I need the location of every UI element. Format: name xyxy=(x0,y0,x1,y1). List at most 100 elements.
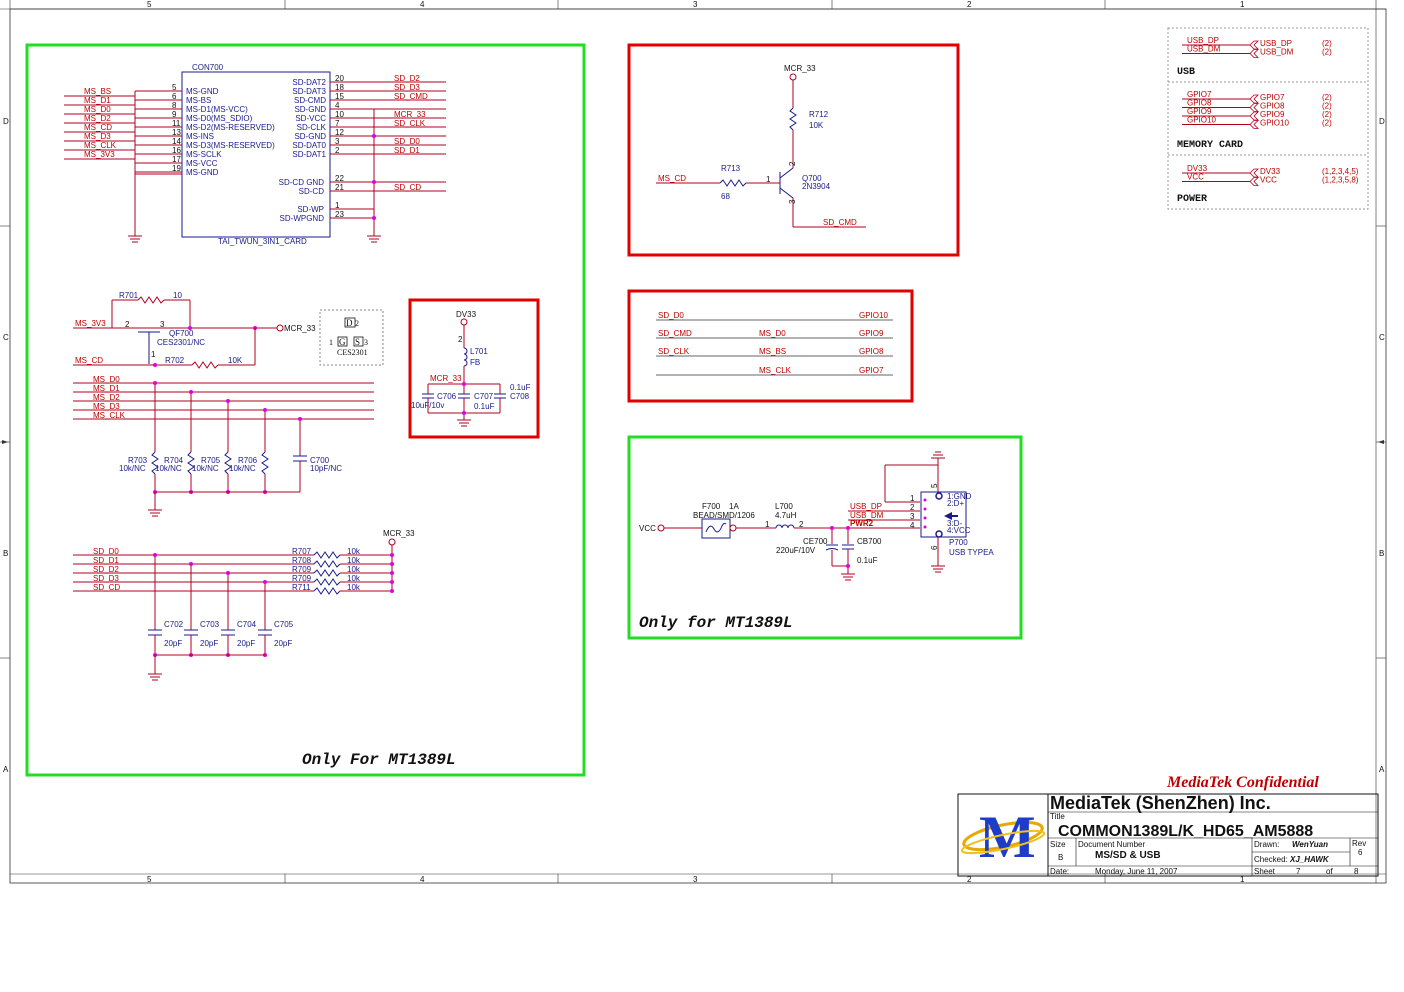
ms3v3-net: MS_3V3 xyxy=(75,319,106,328)
sd-bus-mcr: MCR_33 xyxy=(383,529,415,538)
ces-s: S xyxy=(355,337,360,347)
power-port-title: POWER xyxy=(1177,194,1207,205)
usb-dm-net: USB_DM xyxy=(850,511,884,520)
power-port-net: VCC xyxy=(1187,173,1204,182)
drawn-label: Drawn: xyxy=(1254,840,1279,849)
con700-left-pin-number: 19 xyxy=(172,164,181,173)
con700-left-pin-name: MS-GND xyxy=(186,87,219,96)
sd-bus-net-label: SD_CD xyxy=(93,583,120,592)
q700-ms-cd: MS_CD xyxy=(658,174,686,183)
rev-label: Rev xyxy=(1352,839,1366,848)
qf700-mcr: MCR_33 xyxy=(284,324,316,333)
f700-amp: 1A xyxy=(729,502,739,511)
zone-top-3: 3 xyxy=(693,0,698,9)
sd-resistor-ref: R709 xyxy=(292,565,312,574)
q700-part: 2N3904 xyxy=(802,182,831,191)
p700-part: USB TYPEA xyxy=(949,548,994,557)
red-box-gpio xyxy=(627,289,914,403)
con700-right-net-label: SD_D3 xyxy=(394,83,420,92)
memory-port-ref: (2) xyxy=(1322,110,1332,119)
con700-part: TAI_TWUN_3IN1_CARD xyxy=(218,237,307,246)
ce700-ref: CE700 xyxy=(803,537,828,546)
memory-port-port-icon xyxy=(1249,103,1259,112)
ground-symbol xyxy=(148,509,162,517)
sd-capacitor xyxy=(148,629,162,636)
p700-label-4: 4:VCC xyxy=(947,526,971,535)
c700-ref: C700 xyxy=(310,456,330,465)
qf700-pin1: 1 xyxy=(151,350,156,359)
drawn-value: WenYuan xyxy=(1292,840,1328,849)
sd-resistor-ref: R709 xyxy=(292,574,312,583)
gpio-map-gpio: GPIO9 xyxy=(859,329,884,338)
con700-wp-pin-number: 1 xyxy=(335,201,340,210)
usb-port-ref: (2) xyxy=(1322,48,1332,57)
ms-bus-net-label: MS_D2 xyxy=(93,393,120,402)
sheet-label: Sheet xyxy=(1254,867,1276,876)
ms-pullup-resistor xyxy=(261,451,269,475)
ms-pullup-resistor xyxy=(224,451,232,475)
qf700-switch: MS_3V3 R701 10 2 3 1 QF700 CES2301/NC MC… xyxy=(73,291,316,369)
con700-left-pin-number: 5 xyxy=(172,83,177,92)
sd-resistor-val: 10k xyxy=(347,556,361,565)
qf700-part: CES2301/NC xyxy=(157,338,205,347)
con700-wp-pin-name: SD-WPGND xyxy=(280,214,325,223)
con700-cd-pin-number: 22 xyxy=(335,174,344,183)
ms-junction-dot xyxy=(189,390,193,394)
title-block: MediaTek Confidential M MediaTek (ShenZh… xyxy=(957,774,1379,877)
con700-ref: CON700 xyxy=(192,63,224,72)
con700-right-pin-number: 18 xyxy=(335,83,344,92)
rev-value: 6 xyxy=(1358,848,1363,857)
f700-part: BEAD/SMD/1206 xyxy=(693,511,755,520)
ms-resistor-val: 10k/NC xyxy=(155,464,182,473)
con700-left-pin-name: MS-D2(MS-RESERVED) xyxy=(186,123,275,132)
sheet-frame: 5 4 3 2 1 5 4 3 2 1 D C B A D C B A xyxy=(0,0,1387,884)
ms-resistor-ref: R706 xyxy=(238,456,258,465)
sd-cap-ref: C703 xyxy=(200,620,220,629)
sd-capacitor xyxy=(258,629,272,636)
gpio-map-gpio: GPIO10 xyxy=(859,311,888,320)
zone-side-c: C xyxy=(3,333,9,342)
power-port-net: DV33 xyxy=(1187,164,1208,173)
docnum-value: MS/SD & USB xyxy=(1095,850,1161,861)
sd-cap-val: 20pF xyxy=(200,639,218,648)
gpio-map-gpio: GPIO7 xyxy=(859,366,884,375)
sd-junction-dot xyxy=(153,553,157,557)
sd-pullup-resistor xyxy=(313,578,341,586)
q700-ref: Q700 xyxy=(802,174,822,183)
qf700-pin2: 2 xyxy=(125,320,130,329)
power-port-port-icon xyxy=(1249,168,1259,178)
red-box-transistor xyxy=(627,43,960,257)
sd-pullup-resistor xyxy=(313,551,341,559)
ms-junction-dot xyxy=(263,408,267,412)
memory-port-port-icon xyxy=(1249,120,1259,129)
sd-junction-dot xyxy=(390,553,394,557)
usb-port-port-icon xyxy=(1249,40,1259,50)
c707-val: 0.1uF xyxy=(474,402,495,411)
sd-pullup-resistor xyxy=(313,569,341,577)
con700-right-pin-number: 3 xyxy=(335,137,340,146)
size-value: B xyxy=(1058,853,1063,862)
c706-ref: C706 xyxy=(437,392,457,401)
ce700-val: 220uF/10V xyxy=(776,546,816,555)
con700-left-pin-number: 8 xyxy=(172,101,177,110)
checked-label: Checked: xyxy=(1254,855,1288,864)
sd-capacitor xyxy=(184,629,198,636)
l700-pin2: 2 xyxy=(799,520,804,529)
ground-symbol-right xyxy=(330,108,381,243)
gpio-map-sd-net: SD_CMD xyxy=(658,329,692,338)
usb-port-net: USB_DM xyxy=(1187,45,1221,54)
con700-left-pin-name: MS-SCLK xyxy=(186,150,222,159)
r712-val: 10K xyxy=(809,121,824,130)
p700-pin4: 4 xyxy=(910,521,915,530)
gpio-map-ms-net: MS_CLK xyxy=(759,366,792,375)
ms-junction-dot xyxy=(226,399,230,403)
ms-bus-net-label: MS_D0 xyxy=(93,375,120,384)
ms-bus: MS_D0MS_D1MS_D2MS_D3MS_CLKR70310k/NCR704… xyxy=(73,375,374,517)
con700-left-net-label: MS_D0 xyxy=(84,105,111,114)
r712-ref: R712 xyxy=(809,110,829,119)
checked-value: XJ_HAWK xyxy=(1289,855,1330,864)
only-for-left: Only For MT1389L xyxy=(302,751,456,769)
sd-pullup-resistor xyxy=(313,587,341,595)
